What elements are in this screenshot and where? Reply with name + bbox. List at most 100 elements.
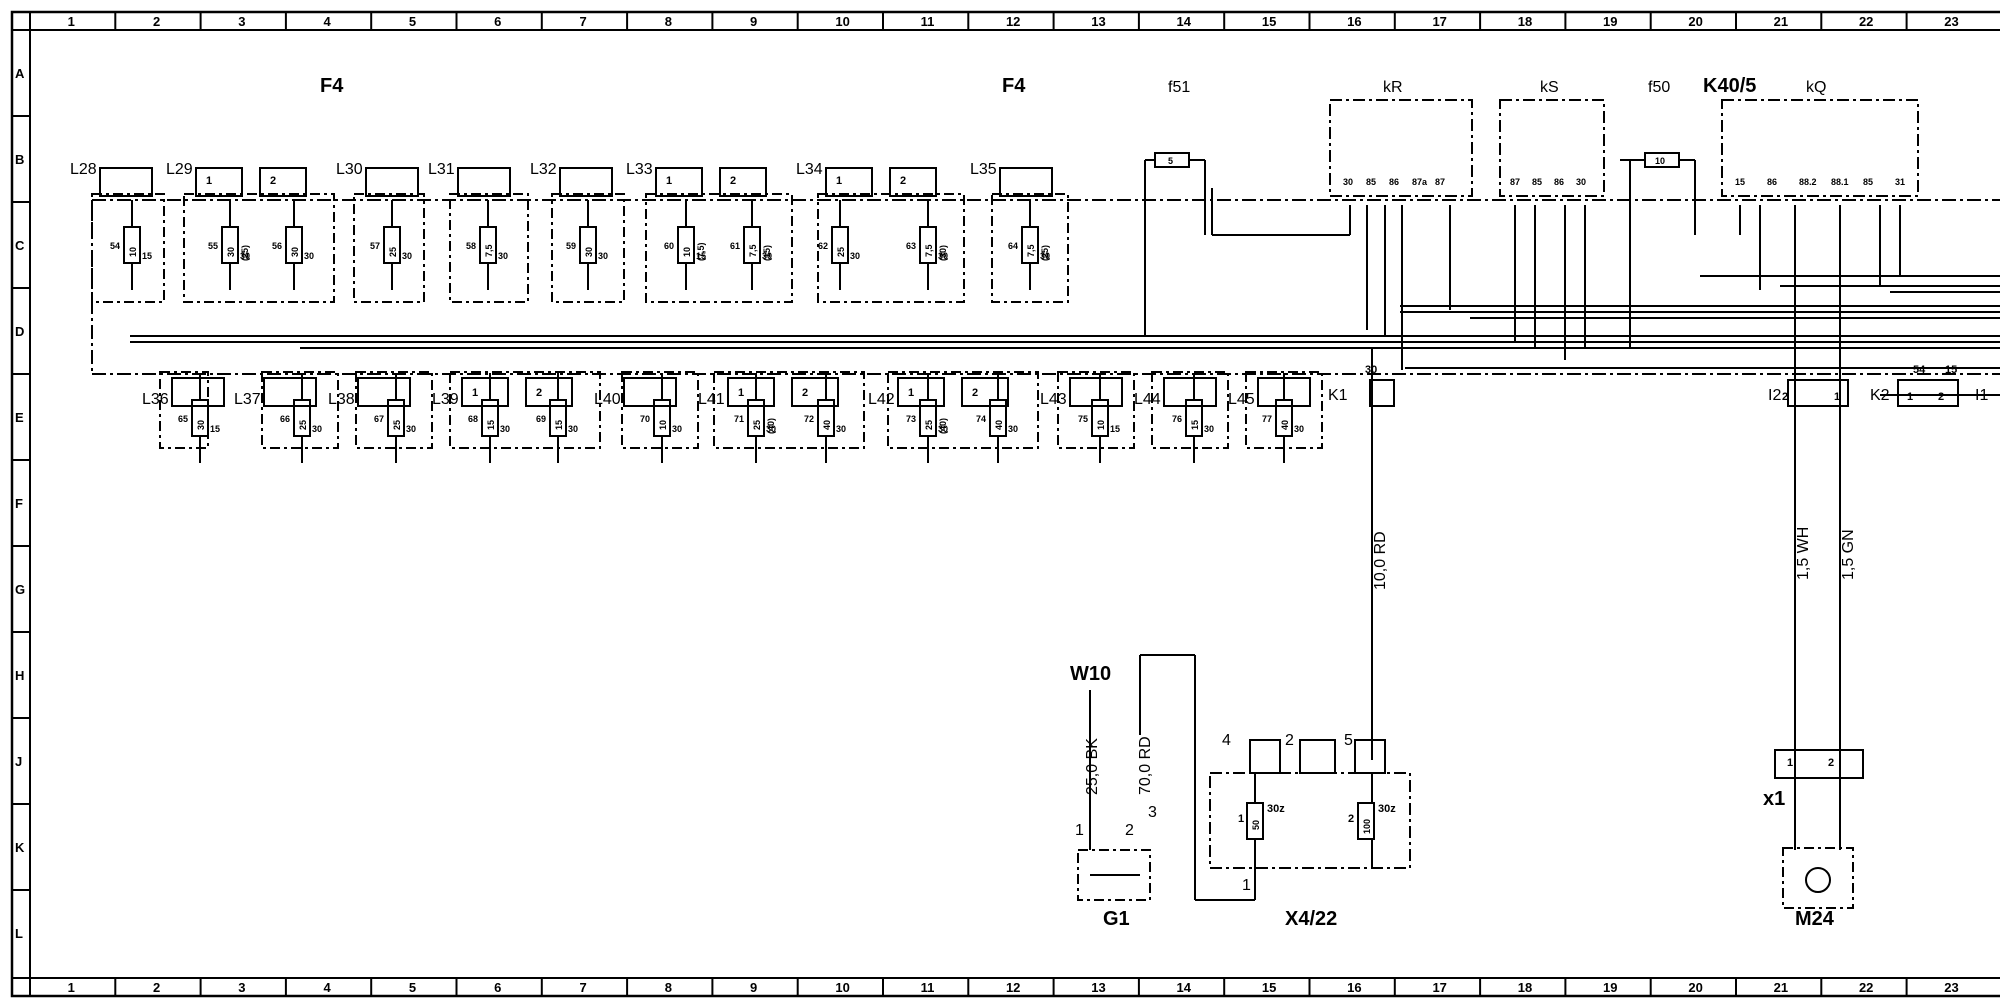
col-label-top: 5: [409, 14, 416, 29]
fuse-rating: 7,5: [924, 244, 934, 257]
fuse-rating: 25: [752, 420, 762, 430]
fuse-rating: 30: [226, 247, 236, 257]
pin-g1-1: 1: [1075, 822, 1084, 839]
col-label-bottom: 17: [1432, 980, 1446, 995]
fuse-pin: 30: [402, 251, 412, 261]
connector-label: L39: [432, 391, 459, 408]
fuse-number: 57: [370, 241, 380, 251]
label-kq: kQ: [1806, 79, 1826, 96]
col-label-top: 13: [1091, 14, 1105, 29]
connector-l31: L31: [428, 161, 511, 197]
col-label-bottom: 15: [1262, 980, 1276, 995]
connector-label: L43: [1040, 391, 1067, 408]
fuse-pin: 30: [568, 424, 578, 434]
fuse-number: 59: [566, 241, 576, 251]
fuse-number: 60: [664, 241, 674, 251]
fuse-rating: 25: [924, 420, 934, 430]
col-label-top: 14: [1177, 14, 1192, 29]
fuse-pin: 15: [210, 424, 220, 434]
col-label-top: 1: [68, 14, 75, 29]
fuse-rating: 30: [584, 247, 594, 257]
fuse-number: 62: [818, 241, 828, 251]
pin-i2-2: 2: [1782, 391, 1788, 403]
col-label-top: 8: [665, 14, 672, 29]
row-label: L: [15, 926, 23, 941]
col-label-top: 9: [750, 14, 757, 29]
fuse-number: 67: [374, 414, 384, 424]
fuse-rating: 15: [554, 420, 564, 430]
fuse-rating: 7,5: [748, 244, 758, 257]
label-f4-left: F4: [320, 75, 344, 97]
col-label-top: 15: [1262, 14, 1276, 29]
col-label-bottom: 18: [1518, 980, 1532, 995]
connector-label: L35: [970, 161, 997, 178]
connector-l38: L38: [328, 377, 411, 408]
connector-label: L38: [328, 391, 355, 408]
pin-x4-1: 1: [1242, 877, 1251, 894]
fuse-rating: 40: [1280, 420, 1290, 430]
fuse-number: 58: [466, 241, 476, 251]
wire-bk-25: 25,0 BK: [1084, 738, 1101, 795]
fuse-rating: 30: [196, 420, 206, 430]
col-label-bottom: 21: [1774, 980, 1788, 995]
relay-pin-kq: 88.1: [1831, 177, 1849, 187]
fuse-pin: 30: [598, 251, 608, 261]
label-k405: K40/5: [1703, 75, 1756, 97]
pin-i2-1: 1: [1834, 391, 1840, 403]
relay-pin-kr: 87a: [1412, 177, 1428, 187]
pin-x4-5: 5: [1344, 732, 1353, 749]
fuse-number: 69: [536, 414, 546, 424]
relay-pin-kq: 31: [1895, 177, 1905, 187]
fuse-number: 63: [906, 241, 916, 251]
pin-label: 2: [730, 175, 736, 187]
label-i2: I2: [1768, 387, 1781, 404]
fuse-69: 69 15 30: [536, 373, 578, 463]
col-label-bottom: 22: [1859, 980, 1873, 995]
x4-fuse2-rating: 100: [1362, 819, 1372, 834]
label-f51: f51: [1168, 79, 1190, 96]
connector-l44: L44: [1134, 377, 1217, 408]
fuse-number: 72: [804, 414, 814, 424]
connector-l37: L37: [234, 377, 317, 408]
relay-pin-kr: 30: [1343, 177, 1353, 187]
fuse-pin: 15: [696, 251, 706, 261]
fuse-pin: 30: [1008, 424, 1018, 434]
col-label-top: 3: [238, 14, 245, 29]
fuse-rating: 25: [836, 247, 846, 257]
pin-label: 1: [836, 175, 842, 187]
connector-l28: L28: [70, 161, 153, 197]
relay-pin-kr: 85: [1366, 177, 1376, 187]
connector-l40: L40: [594, 377, 677, 408]
fuse-rating: 10: [658, 420, 668, 430]
pin-label: 2: [536, 387, 542, 399]
col-label-top: 17: [1432, 14, 1446, 29]
fuse-number: 74: [976, 414, 986, 424]
fuse-rating: 25: [298, 420, 308, 430]
pin-k1-30: 30: [1365, 364, 1377, 376]
fuse-number: 61: [730, 241, 740, 251]
row-label: K: [15, 840, 25, 855]
fuse-pin: 30: [836, 424, 846, 434]
fuse-pin: 15: [142, 251, 152, 261]
fuse-rating: 10: [128, 247, 138, 257]
fuse-number: 76: [1172, 414, 1182, 424]
label-x1: x1: [1763, 788, 1785, 810]
col-label-bottom: 20: [1688, 980, 1702, 995]
relay-pin-ks: 86: [1554, 177, 1564, 187]
relay-pin-kr: 86: [1389, 177, 1399, 187]
pin-x4-2: 2: [1285, 732, 1294, 749]
connector-l36: L36: [142, 377, 225, 408]
col-label-top: 19: [1603, 14, 1617, 29]
fuse-alt-rating: (40): [766, 418, 776, 434]
